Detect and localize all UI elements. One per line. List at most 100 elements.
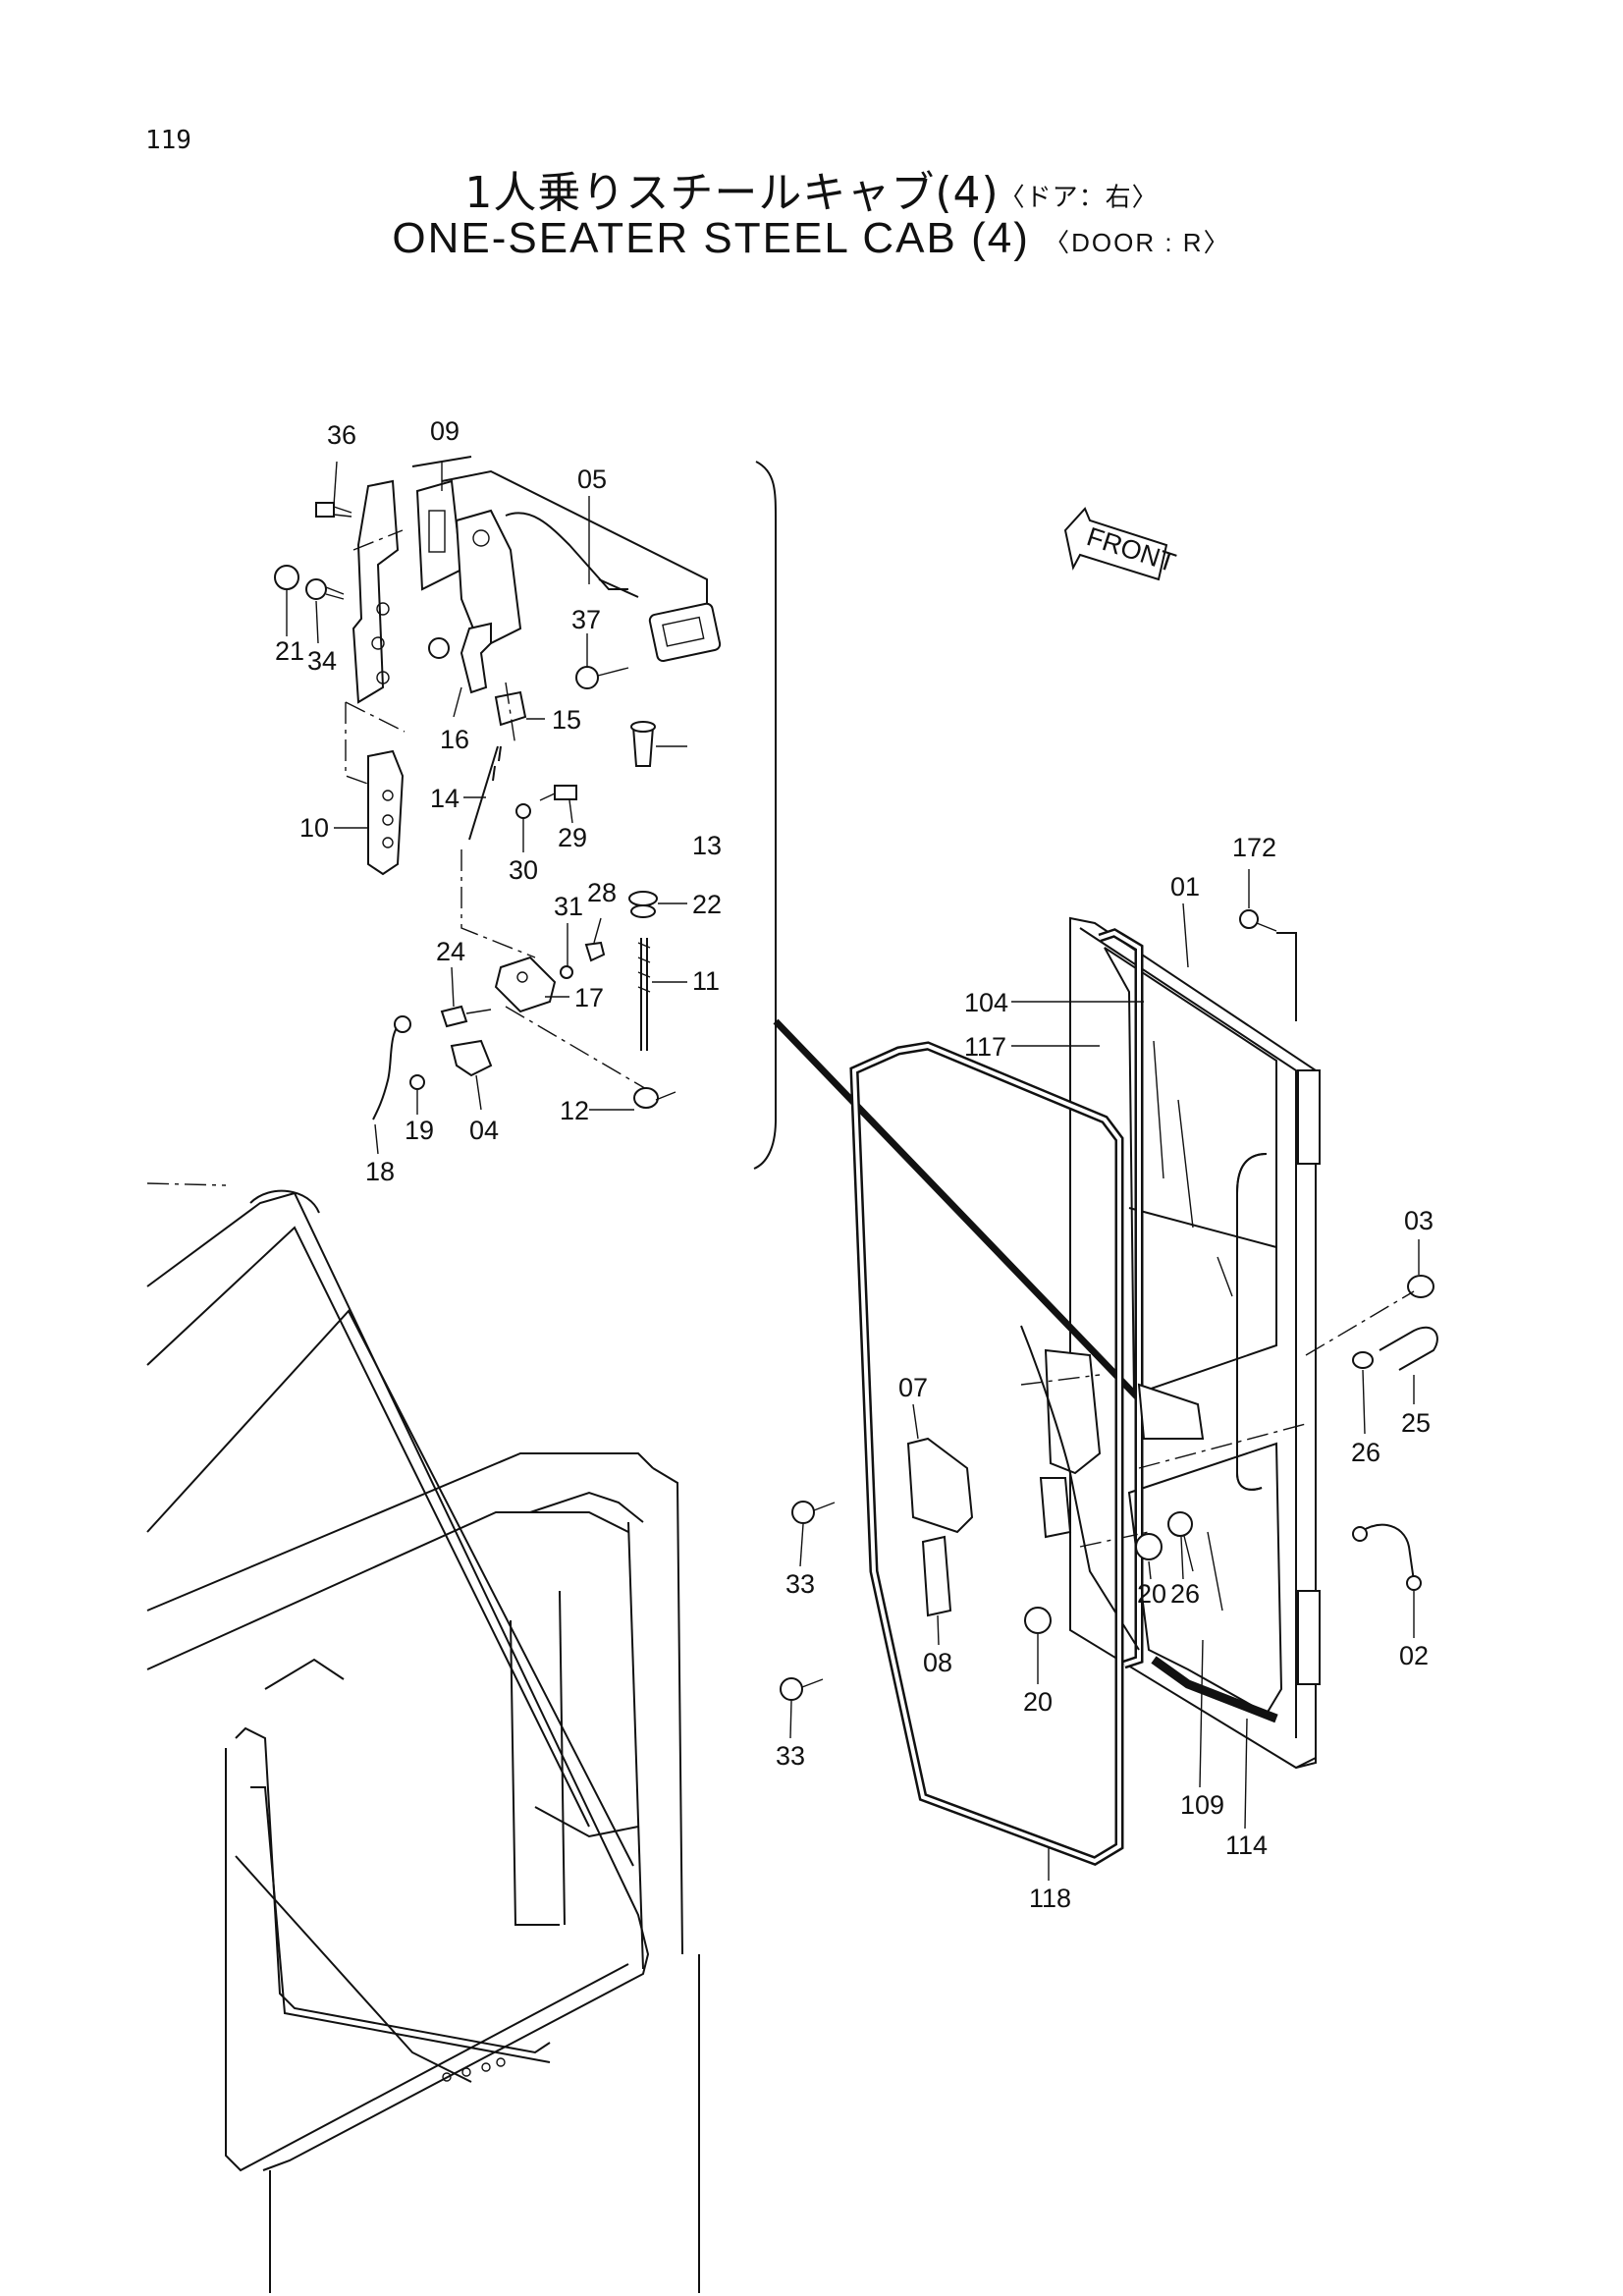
bolt-16 [428,637,450,659]
pin-13-top [630,721,656,733]
door-small-parts [780,909,1438,1701]
door-window-divider [1128,1207,1277,1248]
callout-109: 109 [1180,1790,1224,1820]
callout-18: 18 [365,1157,395,1186]
latch-10 [367,749,405,876]
plate-axis-3 [345,702,374,787]
title-en-suffix: 〈DOOR : R〉 [1044,227,1231,257]
plate-17 [494,956,557,1013]
catch-04 [450,1039,493,1077]
callout-36: 36 [327,420,356,450]
callout-118: 118 [1029,1884,1071,1913]
callout-20a: 20 [1137,1579,1166,1609]
callout-08: 08 [923,1648,952,1677]
leader-26a [1362,1369,1366,1435]
cable-spring [598,578,639,598]
cab-roof-rib-1 [146,1309,634,1867]
door-panel-corner [1295,1757,1317,1769]
callout-34: 34 [307,646,337,676]
rod-axis [460,849,536,958]
cab-roof-rib-3 [146,1452,654,1612]
joint-12-pin [655,1091,676,1101]
door-latch-housing [1044,1348,1102,1475]
detail-bracket [753,461,777,1170]
latch-plate [352,479,400,704]
hinge-lower [1297,1590,1321,1685]
plate-07 [906,1437,974,1534]
nut-21 [274,565,299,590]
latch-10-hole-3 [382,837,394,848]
callout-17: 17 [574,983,604,1012]
title-jp-main: 1人乗りスチールキャブ(4) [464,168,1000,218]
callout-13: 13 [692,831,722,860]
cab-bolt-1 [442,2072,452,2082]
u-bolt-25 [1379,1326,1438,1371]
callout-20b: 20 [1023,1687,1053,1717]
cab-pillar [510,1619,560,1926]
callout-29: 29 [558,823,587,852]
door-panel-outer [1069,916,1317,1770]
door-seal-117-core [1099,930,1141,1667]
plate-hole-3 [376,671,390,684]
callout-05: 05 [577,465,607,494]
inner-handle [648,602,722,663]
leader-07 [912,1403,919,1440]
clip-19 [409,1074,425,1090]
cab-pillar-2 [559,1590,566,1926]
door-axis-1 [1020,1374,1101,1386]
cab-step [534,1806,639,1838]
plate-08 [921,1535,952,1617]
cab-roof-edge [146,1226,590,1828]
callout-22: 22 [692,890,722,919]
bolt-29-shank [539,793,556,801]
callout-09: 09 [430,416,460,446]
stud-11 [640,938,648,1051]
bracket-hole [472,529,490,547]
plate-axis-1 [352,529,404,551]
grip-02-mount-b [1406,1575,1422,1591]
knob-20a [1135,1533,1163,1560]
bush-22-b [630,904,656,918]
cab-bolt-3 [481,2062,491,2072]
washer-26a [1352,1351,1374,1369]
leader-34 [315,600,319,644]
bolt-33b-shank [801,1678,824,1688]
latch-10-hole-2 [382,814,394,826]
door-recess-curve [1020,1325,1140,1651]
washer-26b [1167,1511,1193,1537]
cab-rail [529,1491,644,1523]
plate-hole-2 [371,636,385,650]
leader-29 [568,799,573,824]
cab-floor-diag [235,1855,472,2083]
rod-14 [468,745,499,841]
cab-rear-post [627,1521,644,1970]
callout-33b: 33 [776,1741,805,1771]
callout-07: 07 [898,1373,928,1402]
detail-pointer [773,1018,1157,1417]
spring-18 [372,1020,404,1121]
plate-hole-1 [376,602,390,616]
latch-plate-09 [415,479,463,591]
callout-25: 25 [1401,1408,1431,1438]
callout-14: 14 [430,784,460,813]
callout-11: 11 [692,966,720,996]
seal-118-core [851,1043,1121,1864]
joint-12 [633,1087,659,1109]
title-jp-suffix: 〈ドア：右〉 [999,183,1159,213]
nut-28 [584,941,606,962]
callout-16: 16 [440,725,469,754]
cab-inner-frame [250,1786,551,2063]
latch-plate-09-slot [428,510,446,553]
bolt-24 [440,1005,468,1028]
bolt-24-shank [465,1009,492,1014]
washer-30 [515,803,531,819]
knob-20b [1024,1607,1052,1634]
bolt-36-head [315,502,335,518]
cab-body [146,1182,700,2293]
callout-02: 02 [1399,1641,1429,1670]
cab-roof-rib-2 [146,1511,629,1670]
front-arrow-shape [1063,507,1168,581]
callout-12: 12 [560,1096,589,1125]
callout-33a: 33 [785,1569,815,1599]
cab-roof-outline [146,1191,650,2171]
